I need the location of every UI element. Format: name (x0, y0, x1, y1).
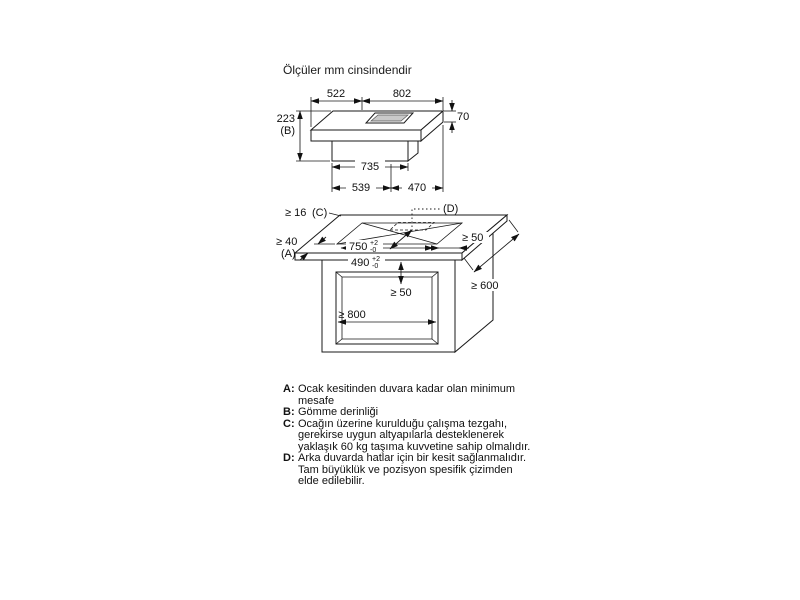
vent-grille (370, 114, 409, 122)
dim-ref-B: (B) (280, 125, 295, 137)
label-mask (348, 256, 385, 268)
cabinet-opening (335, 271, 439, 345)
label-mask (346, 181, 376, 194)
dim-label-470: 470 (408, 182, 426, 194)
dim-label-735: 735 (361, 161, 379, 173)
dim-label-50-inner: ≥ 50 (390, 287, 411, 299)
dim-label-600: ≥ 600 (471, 280, 498, 292)
dim-line-600 (473, 233, 520, 273)
interior-edge (431, 271, 439, 278)
legend-text-C: Ocağın üzerine kurulduğu çalışma tezgahı… (298, 417, 531, 453)
label-mask (355, 160, 385, 173)
legend-item-C: C: Ocağın üzerine kurulduğu çalışma tezg… (283, 417, 535, 454)
legend-key-B: B: (283, 406, 295, 418)
cabinet-dimensions: (D) ≥ 16 (C) ≥ 40 (A) 750 +2 -0 490 +2 -… (276, 203, 520, 325)
legend-key-A: A: (283, 383, 295, 395)
dim-line-40 (299, 252, 309, 261)
dim-tol-490-bot: -0 (372, 263, 378, 270)
dim-label-800: ≥ 800 (338, 309, 365, 321)
leader-line (328, 212, 342, 217)
dim-ref-A: (A) (281, 248, 296, 260)
dim-ref-D: (D) (443, 203, 458, 215)
legend-text-D: Arka duvarda hatlar için bir kesit sağla… (298, 452, 527, 487)
label-mask (402, 181, 432, 194)
dim-label-223: 223 (277, 113, 295, 125)
dim-label-750: 750 (349, 241, 367, 253)
dim-label-802: 802 (393, 88, 411, 100)
hob-dimensions: 522 802 70 223 (B) 735 539 (277, 88, 469, 194)
dim-label-522: 522 (327, 88, 345, 100)
hob-drawing (309, 109, 445, 163)
ext-line (463, 257, 474, 271)
legend-item-A: A: Ocak kesitinden duvara kadar olan min… (283, 383, 535, 407)
interior-edge (335, 338, 343, 345)
hob-front-face (310, 129, 422, 142)
interior-edge (431, 338, 439, 345)
leader-D (411, 208, 441, 227)
ext-line (508, 219, 519, 233)
dim-label-40: ≥ 40 (276, 236, 297, 248)
label-mask (469, 279, 504, 291)
dim-label-490: 490 (351, 257, 369, 269)
dim-tol-490-top: +2 (372, 256, 380, 263)
dim-tol-750-bot: -0 (370, 247, 376, 254)
legend: A: Ocak kesitinden duvara kadar olan min… (283, 383, 535, 488)
legend-text-A: Ocak kesitinden duvara kadar olan minimu… (298, 383, 516, 407)
legend-text-B: Gömme derinliği (298, 406, 379, 418)
interior-edge (335, 271, 343, 278)
dim-label-16: ≥ 16 (285, 207, 306, 219)
vent-cutout-dashed (388, 222, 436, 231)
legend-item-B: B: Gömme derinliği (283, 406, 535, 419)
label-mask (346, 240, 383, 252)
legend-item-D: D: Arka duvarda hatlar için bir kesit sa… (283, 452, 535, 488)
dim-line-40 (317, 236, 327, 245)
dim-line-490 (389, 229, 413, 250)
hob-lower-box-front (331, 140, 409, 162)
dim-label-539: 539 (352, 182, 370, 194)
legend-key-D: D: (283, 452, 295, 464)
dim-tol-750-top: +2 (370, 240, 378, 247)
legend-key-C: C: (283, 417, 295, 430)
units-note: Ölçüler mm cinsindendir (283, 63, 412, 77)
dim-ref-C: (C) (312, 207, 327, 219)
dim-label-50-right: ≥ 50 (462, 232, 483, 244)
dim-label-70: 70 (457, 111, 469, 123)
